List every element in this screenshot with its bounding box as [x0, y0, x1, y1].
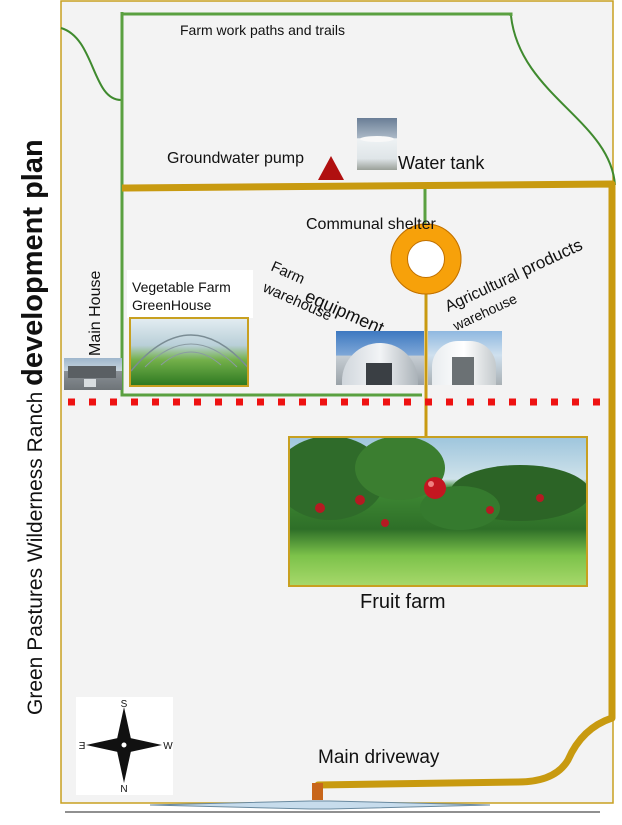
water-tank-label: Water tank	[398, 153, 485, 173]
compass-n: N	[120, 784, 127, 795]
equipment-warehouse-picture	[336, 331, 424, 385]
orchard-trees	[290, 438, 586, 530]
water-tank-label-box	[392, 146, 514, 176]
shelter-marker	[390, 223, 462, 295]
paths-label: Farm work paths and trails	[180, 22, 345, 38]
trail-west-curve	[60, 27, 122, 101]
compass-s: S	[121, 699, 128, 710]
greenhouse-label-card	[127, 270, 253, 318]
compass-star-icon: S N E W	[78, 699, 173, 795]
ranch-title: Green Pastures Wilderness Ranch developm…	[17, 139, 49, 715]
greenhouse-picture	[129, 317, 249, 387]
agri-warehouse-picture	[428, 331, 502, 385]
pump-marker	[318, 156, 344, 180]
gate-decoration	[149, 800, 491, 810]
agri-warehouse-door	[452, 357, 474, 385]
main-house-roof	[68, 366, 116, 378]
compass-w: W	[163, 741, 173, 752]
shelter-label: Communal shelter	[306, 216, 436, 233]
shelter-ring-outline	[390, 223, 462, 295]
fruit-farm-label: Fruit farm	[360, 591, 446, 613]
compass-rose: S N E W	[76, 697, 173, 795]
driveway-label: Main driveway	[318, 747, 440, 768]
compass-e: E	[78, 741, 85, 752]
driveway-entrance	[312, 783, 323, 800]
water-tank-roof	[360, 136, 394, 142]
trail-east-curve	[510, 15, 616, 186]
pump-label: Groundwater pump	[167, 150, 304, 167]
water-tank-picture	[357, 118, 397, 170]
main-road	[121, 180, 616, 800]
main-house-window	[84, 379, 96, 387]
fruit-farm-picture	[288, 436, 588, 587]
shelter-ring-inner	[407, 240, 445, 278]
main-house-picture	[64, 358, 122, 390]
equipment-warehouse-door	[366, 363, 392, 385]
greenhouse-label-line1: Vegetable Farm	[132, 279, 231, 295]
greenhouse-label-line2: GreenHouse	[132, 297, 212, 313]
greenhouse-arches	[131, 334, 247, 372]
main-house-label: Main House	[87, 271, 104, 356]
